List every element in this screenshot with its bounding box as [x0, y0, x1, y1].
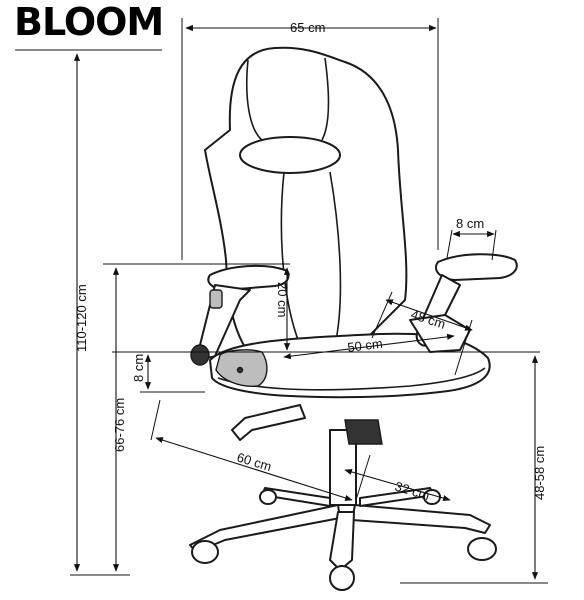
- base-leg-front: [329, 511, 355, 571]
- tilt-lever: [231, 404, 306, 441]
- dim-line-base-leg: [344, 468, 451, 502]
- label-seat-thickness: 8 cm: [131, 354, 146, 382]
- headrest-cushion: [239, 136, 341, 174]
- base-leg-right: [351, 504, 491, 534]
- dim-line-seat-width: [283, 333, 455, 360]
- dimension-labels: 65 cm 110-120 cm 66-76 cm 48-58 cm 8 cm …: [74, 20, 547, 503]
- label-armrest-width: 8 cm: [456, 216, 484, 231]
- headrest-wing-right: [321, 57, 330, 141]
- dim-line-base-diameter: [155, 437, 353, 501]
- seat-bolt: [236, 366, 244, 374]
- backrest-center-panel-left: [280, 171, 301, 346]
- product-title: BLOOM: [14, 0, 164, 44]
- armrest-right-pad: [435, 253, 518, 281]
- label-seat-width: 50 cm: [347, 336, 384, 355]
- label-backrest-above-armrest: 20 cm: [275, 282, 290, 317]
- cylinder-sleeve: [344, 419, 383, 445]
- label-total-height: 110-120 cm: [74, 284, 89, 352]
- armrest-left-pivot: [190, 344, 210, 366]
- label-seat-height: 48-58 cm: [532, 446, 547, 500]
- armrest-left-joint: [209, 289, 223, 309]
- caster-front: [329, 565, 355, 591]
- headrest-wing-left: [245, 59, 263, 141]
- label-base-diameter: 60 cm: [235, 450, 273, 475]
- caster-left: [191, 540, 219, 564]
- dim-line-seat-depth: [385, 299, 473, 331]
- backrest-center-panel-right: [329, 171, 342, 346]
- caster-right: [467, 537, 497, 561]
- caster-back-left: [259, 489, 277, 505]
- label-armrest-height: 66-76 cm: [112, 398, 127, 452]
- dimension-lines: [73, 24, 539, 580]
- chair-outline: [189, 46, 518, 591]
- label-total-width: 65 cm: [290, 20, 325, 35]
